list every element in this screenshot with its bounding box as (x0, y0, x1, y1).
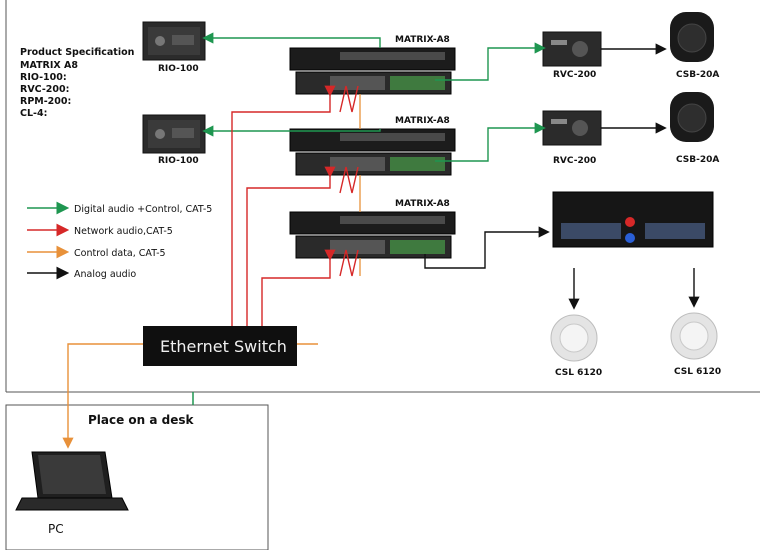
desk-title: Place on a desk (88, 413, 195, 427)
matrix-label: MATRIX-A8 (395, 199, 450, 209)
amplifier (552, 191, 714, 248)
csb-20a-middle: CSB-20A (670, 92, 719, 165)
csb-20a-top: CSB-20A (670, 12, 719, 80)
matrix-a8-top: MATRIX-A8 (289, 35, 456, 95)
csb-label: CSB-20A (676, 155, 719, 165)
analog-link (424, 226, 550, 269)
pc-label: PC (48, 522, 64, 536)
rio-label: RIO-100 (158, 156, 199, 166)
digital-link (202, 125, 381, 137)
matrix-label: MATRIX-A8 (395, 116, 450, 126)
rio-label: RIO-100 (158, 64, 199, 74)
network-link (246, 166, 336, 326)
csl-label: CSL 6120 (555, 368, 602, 378)
digital-link (202, 32, 381, 48)
desk-area (5, 404, 269, 550)
csl-6120-right: CSL 6120 (670, 312, 721, 377)
control-link (62, 343, 143, 449)
product-spec: Product Specification MATRIX A8 RIO-100:… (20, 47, 135, 119)
csb-label: CSB-20A (676, 70, 719, 80)
network-link (339, 85, 359, 113)
digital-link (435, 42, 546, 81)
laptop-pc: PC (15, 451, 129, 536)
rio-100-top: RIO-100 (142, 21, 206, 74)
switch-label: Ethernet Switch (160, 337, 287, 356)
spec-item: CL-4: (20, 108, 47, 119)
network-link (339, 249, 359, 277)
legend-network: Network audio,CAT-5 (74, 226, 173, 237)
network-link (339, 166, 359, 194)
legend-analog: Analog audio (74, 269, 136, 280)
legend-digital: Digital audio +Control, CAT-5 (74, 204, 212, 215)
rvc-label: RVC-200 (553, 156, 596, 166)
rvc-200-middle: RVC-200 (542, 110, 602, 166)
rio-100-middle: RIO-100 (142, 114, 206, 166)
legend: Digital audio +Control, CAT-5 Network au… (27, 201, 212, 280)
network-link (231, 85, 336, 326)
csl-6120-left: CSL 6120 (550, 314, 602, 378)
digital-link (435, 122, 546, 162)
matrix-label: MATRIX-A8 (395, 35, 450, 45)
spec-item: RIO-100: (20, 72, 67, 83)
network-link (261, 249, 336, 326)
spec-title: Product Specification (20, 47, 135, 58)
csl-label: CSL 6120 (674, 367, 721, 377)
spec-item: RVC-200: (20, 84, 69, 95)
rvc-200-top: RVC-200 (542, 31, 602, 80)
legend-control: Control data, CAT-5 (74, 248, 166, 259)
ethernet-switch: Ethernet Switch (143, 326, 297, 366)
matrix-a8-bottom: MATRIX-A8 (289, 199, 456, 259)
spec-item: RPM-200: (20, 96, 71, 107)
matrix-a8-middle: MATRIX-A8 (289, 116, 456, 176)
rvc-label: RVC-200 (553, 70, 596, 80)
spec-item: MATRIX A8 (20, 60, 78, 71)
